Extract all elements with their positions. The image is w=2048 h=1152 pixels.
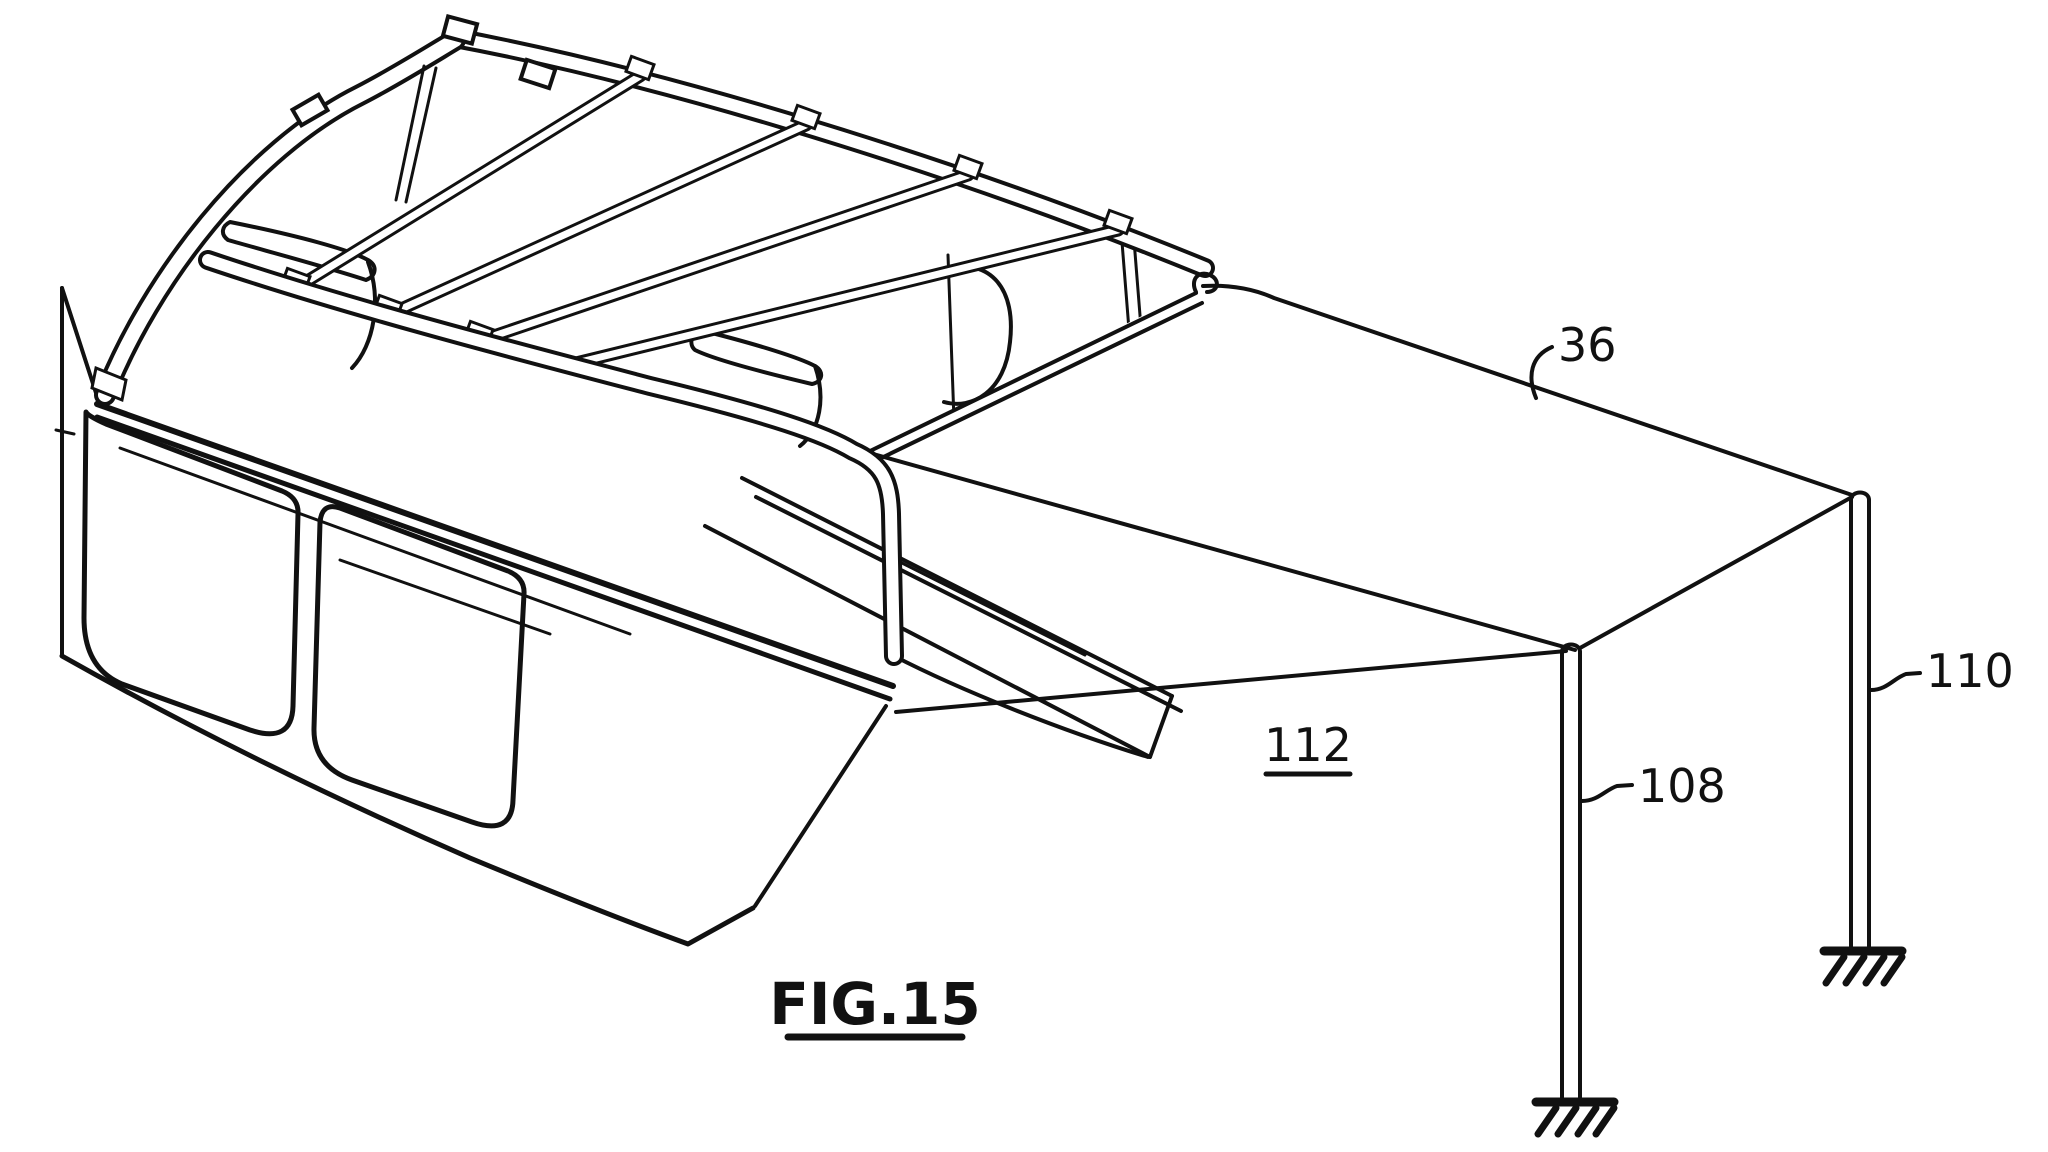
ground-hatch [1574,1104,1600,1138]
ground-hatch [1862,953,1888,987]
canopy-surface [866,285,1852,649]
figure-caption-group: FIG.15 [769,970,981,1041]
windshield-pillar-core [98,33,462,402]
bed-floor-line [898,560,1087,657]
ground-symbol-110 [1819,946,1907,987]
canopy-right-edge [1578,495,1854,650]
bed-rail-inner [754,495,1183,713]
canopy-panel [864,271,1854,714]
body-accent-line-front [118,446,632,636]
roof-cage [90,14,1215,406]
bed-corner-line [892,654,1150,759]
belt-line-lower [94,414,893,702]
ground-hatch [1822,953,1848,987]
pole-108-cap [1560,642,1582,654]
header-clip-1 [440,14,480,46]
header-clip-3 [289,91,331,129]
pole-110-cap [1849,490,1871,502]
canopy-top-edge [1201,283,1854,497]
canopy-roll-curl [1191,271,1219,294]
vehicle-body [54,286,896,947]
body-accent-line-rear [338,558,552,636]
rear-door-outline [311,504,527,829]
cowl-line [60,286,99,398]
ground-hatch [1534,1104,1560,1138]
label-108: 108 [1638,759,1726,813]
belt-line-upper [94,401,896,689]
bed-end-edge [1148,694,1174,759]
leader-line-110 [1869,671,1922,692]
label-112: 112 [1264,718,1352,772]
ground-symbol-108 [1531,1097,1619,1138]
pillar-foot [90,365,128,403]
bed-rail-outer [740,476,1174,698]
rear-seatback [689,328,824,386]
front-door-outline [81,409,301,737]
cross-bow-3-core [475,171,972,345]
canopy-rail-line-1 [866,291,1198,454]
canopy-skirt-line [894,649,1568,714]
front-face-tick [54,428,76,436]
support-pole-108 [1531,642,1619,1138]
ground-hatch [1554,1104,1580,1138]
canopy-near-edge [864,450,1577,652]
windshield-brace-1 [394,64,426,202]
ground-hatch [1880,953,1906,987]
cross-bows [280,54,1134,372]
seat-support-line [946,253,956,422]
cross-bow-4-core [564,226,1122,369]
support-pole-110 [1819,490,1907,987]
bow-foot [624,54,656,82]
sport-bar-core [202,254,900,662]
ground-hatch [1592,1104,1618,1138]
reference-labels: 36 108 110 112 [1263,318,2014,813]
ground-hatch [1842,953,1868,987]
rocker-bottom-edge [59,653,756,947]
leader-line-108 [1580,783,1634,803]
label-110: 110 [1926,644,2014,698]
figure-caption: FIG.15 [769,970,981,1038]
bow-foot [952,153,984,181]
bed-floor-edge [703,524,1152,759]
bow-foot [790,103,822,131]
rear-body-edge [753,704,888,908]
canopy-rail-line-2 [871,301,1204,464]
windshield-brace-2 [404,66,438,204]
header-clip-2 [518,57,558,91]
bow-foot [1102,208,1134,236]
cross-bow-2-core [384,121,810,319]
leader-line-36 [1529,345,1554,400]
front-seatback [221,220,377,282]
cross-bow-1-core [292,72,644,292]
label-36: 36 [1558,318,1617,372]
rear-seat-side [798,364,823,448]
